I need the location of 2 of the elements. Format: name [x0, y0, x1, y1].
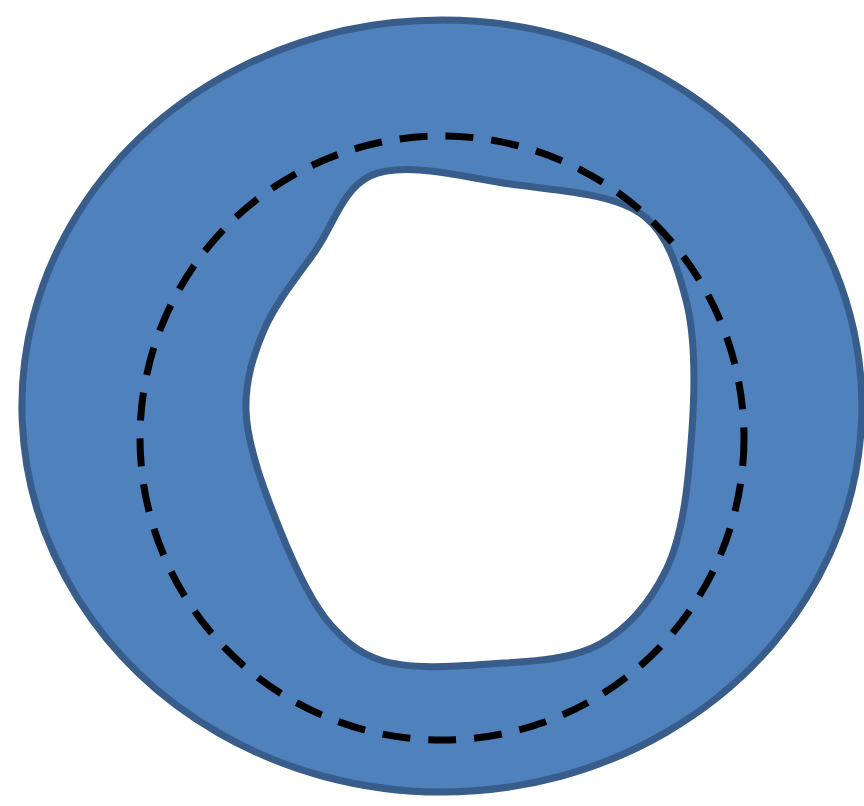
ring-shape: [18, 16, 864, 795]
dashed-circle: [136, 132, 748, 744]
